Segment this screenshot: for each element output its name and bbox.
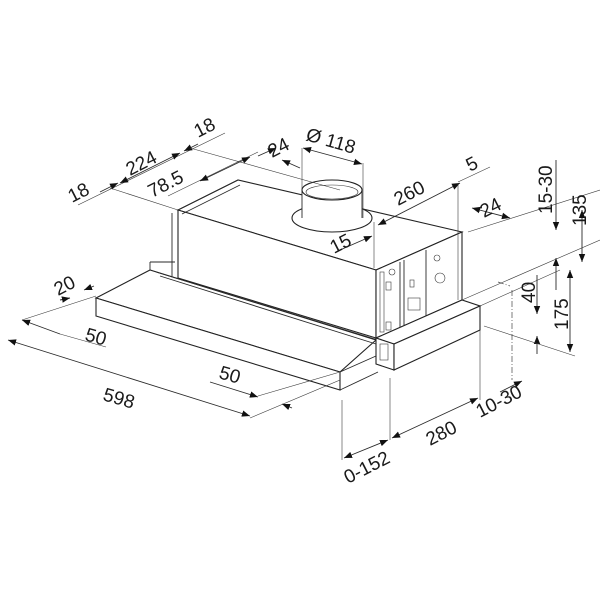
dim-10-30: 10-30 [473, 382, 526, 423]
dim-20: 20 [51, 272, 79, 300]
dim-135: 135 [570, 194, 591, 226]
dim-50-right: 50 [217, 363, 243, 389]
dim-duct-diameter: Ø 118 [304, 125, 358, 159]
dim-598: 598 [101, 385, 137, 414]
duct-collar [291, 179, 373, 233]
dim-78-5: 78.5 [145, 167, 187, 203]
dim-15-30: 15-30 [536, 165, 557, 214]
dim-40: 40 [519, 282, 540, 303]
dim-280: 280 [423, 417, 461, 450]
dim-24-right: 24 [477, 194, 506, 223]
dim-top-left-18: 18 [65, 179, 93, 207]
dim-224: 224 [123, 147, 161, 180]
dimension-lines [7, 132, 600, 460]
dim-260: 260 [391, 177, 429, 210]
dim-24-top: 24 [265, 134, 294, 163]
dim-175: 175 [552, 298, 573, 330]
dim-0-152: 0-152 [341, 448, 394, 489]
dim-5: 5 [463, 153, 482, 177]
